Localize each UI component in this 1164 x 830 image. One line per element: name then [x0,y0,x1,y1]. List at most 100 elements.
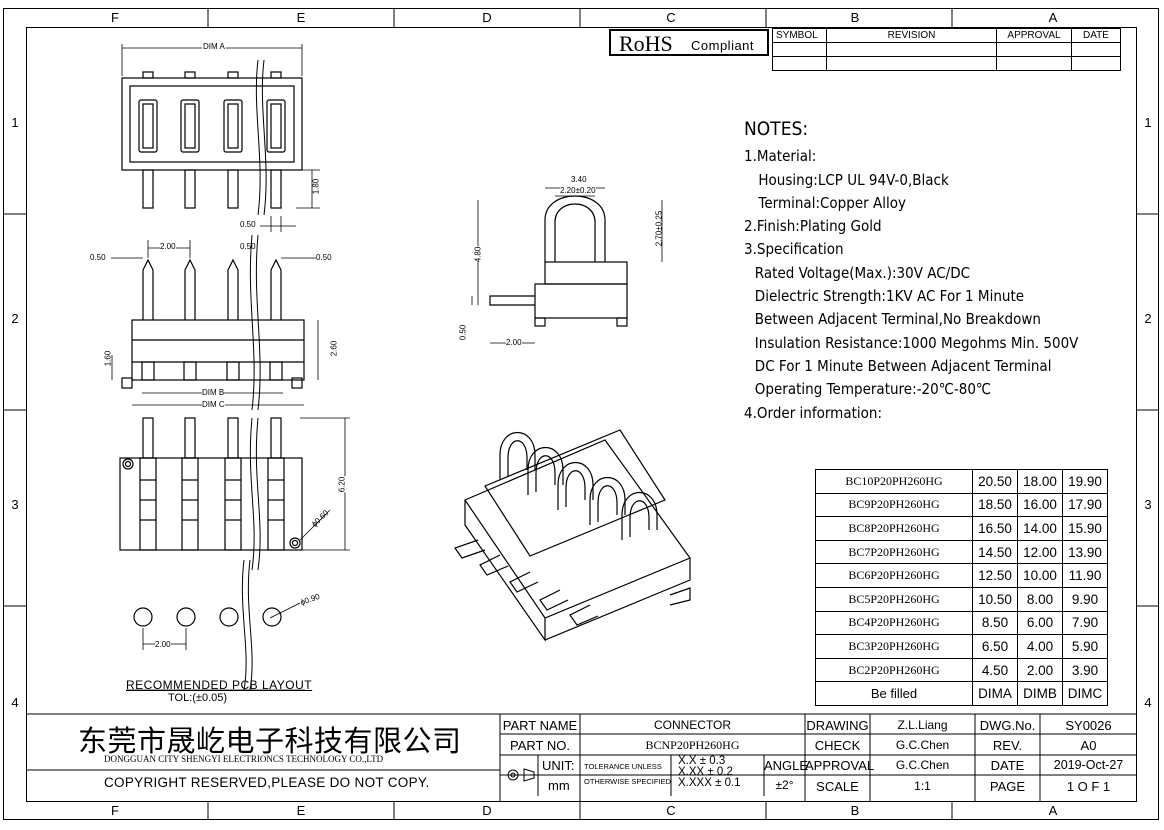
order-part-number: BC10P20PH260HG [815,469,973,494]
dwg-no-label: DWG.No. [979,718,1036,733]
company-name-en: DONGGUAN CITY SHENGYI ELECTRIONCS TECHNO… [104,754,384,764]
zone-col-f-top: F [111,10,119,25]
zone-col-e-top: E [296,10,306,25]
order-footer-dimb: DIMB [1017,681,1063,706]
dim-a-label: DIM A [202,42,226,51]
check-value: G.C.Chen [895,738,950,752]
notes-line: 1.Material: [744,147,817,166]
date-value: 2019-Oct-27 [1053,758,1124,772]
approval-value: G.C.Chen [895,758,950,772]
zone-row-2-right: 2 [1144,311,1152,326]
rohs-compliant-stamp: RoHS Compliant [609,29,769,56]
notes-line: Housing:LCP UL 94V-0,Black [758,170,949,189]
dim-c-value: 7.90 [1062,610,1108,636]
dim-b-value: 4.00 [1017,634,1063,659]
zone-col-e-bottom: E [296,803,306,818]
notes-line: Between Adjacent Terminal,No Breakdown [754,310,1041,329]
notes-line: Terminal:Copper Alloy [758,193,906,212]
dim-a-value: 18.50 [972,492,1018,518]
tolerance-x-x: X.X ± 0.3 [678,755,726,767]
angle-value: ±2° [775,778,794,792]
dim-c-value: 17.90 [1062,492,1108,518]
order-part-number: BC2P20PH260HG [815,657,973,683]
tolerance-x-xxx: X.XXX ± 0.1 [678,777,741,789]
zone-row-1-right: 1 [1144,115,1152,130]
dim-b-value: 2.00 [1017,657,1063,683]
zone-col-a-bottom: A [1048,803,1058,818]
zone-col-b-bottom: B [850,803,860,818]
dim-2-00-side-label: 2.00 [506,338,522,347]
part-no-value: BCNP20PH260HG [645,738,740,752]
dim-b-label: DIM B [202,388,225,397]
tolerance-x-xx: X.XX ± 0.2 [678,766,733,778]
zone-col-c-top: C [666,10,676,25]
zone-col-a-top: A [1048,10,1058,25]
rohs-label: RoHS [619,31,673,56]
dim-0-50-right-label: 0.50 [316,253,332,262]
dim-a-value: 8.50 [972,610,1018,636]
unit-value: mm [548,778,570,793]
scale-label: SCALE [816,779,859,794]
dim-b-value: 10.00 [1017,563,1063,588]
dim-3-40-label: 3.40 [571,175,587,184]
notes-line: DC For 1 Minute Between Adjacent Termina… [754,356,1052,375]
dim-0-50-left-label: 0.50 [90,253,106,262]
dim-2-00-pcb-label: 2.00 [155,640,171,649]
dim-a-value: 16.50 [972,516,1018,541]
part-no-label: PART NO. [510,738,570,753]
zone-row-4-right: 4 [1144,695,1152,710]
date-label: DATE [990,758,1025,773]
order-table-footer: Be filled DIMA DIMB DIMC [815,681,1108,706]
tolerance-note-2: OTHERWISE SPECIFIED [584,777,671,786]
notes-section: NOTES: 1.Material: Housing:LCP UL 94V-0,B… [744,118,1078,425]
zone-col-f-bottom: F [111,803,119,818]
rev-value: A0 [1080,738,1097,753]
dim-c-value: 11.90 [1062,563,1108,588]
front-view-drawing [111,234,319,411]
top-view-drawing [121,44,320,232]
order-part-number: BC5P20PH260HG [815,586,973,612]
order-footer-label: Be filled [815,681,973,706]
order-part-number: BC9P20PH260HG [815,492,973,518]
page-label: PAGE [989,779,1026,794]
notes-line: Dielectric Strength:1KV AC For 1 Minute [754,287,1025,306]
zone-row-3-right: 3 [1144,497,1152,512]
zone-row-3-left: 3 [11,497,19,512]
notes-line: 4.Order information: [744,403,883,422]
zone-col-d-bottom: D [482,803,492,818]
notes-line: Operating Temperature:-20℃-80℃ [754,380,992,399]
dim-a-value: 6.50 [972,634,1018,659]
dim-a-value: 10.50 [972,586,1018,612]
drawing-inner-frame [26,27,1137,802]
dim-2-00-pitch-label: 2.00 [160,242,176,251]
dim-b-value: 18.00 [1017,469,1063,494]
drawing-label: DRAWING [806,718,869,733]
dim-c-value: 5.90 [1062,634,1108,659]
notes-line: Rated Voltage(Max.):30V AC/DC [754,263,971,282]
dim-0-50-mid-label: 0.50 [240,242,256,251]
tolerance-note-1: TOLERANCE UNLESS [584,762,662,771]
unit-label: UNIT: [542,758,575,773]
zone-col-d-top: D [482,10,492,25]
notes-line: 2.Finish:Plating Gold [744,217,882,236]
notes-line: Insulation Resistance:1000 Megohms Min. … [754,333,1079,352]
dim-c-value: 3.90 [1062,657,1108,683]
notes-heading: NOTES: [744,118,809,140]
pcb-layout-title: RECOMMENDED PCB LAYOUT [126,678,313,692]
zone-col-c-bottom: C [666,803,676,818]
part-name-label: PART NAME [502,718,578,733]
dim-c-value: 13.90 [1062,539,1108,565]
page-value: 1 O F 1 [1066,779,1111,794]
dim-c-label: DIM C [202,400,225,409]
order-part-number: BC4P20PH260HG [815,610,973,636]
zone-col-b-top: B [850,10,860,25]
